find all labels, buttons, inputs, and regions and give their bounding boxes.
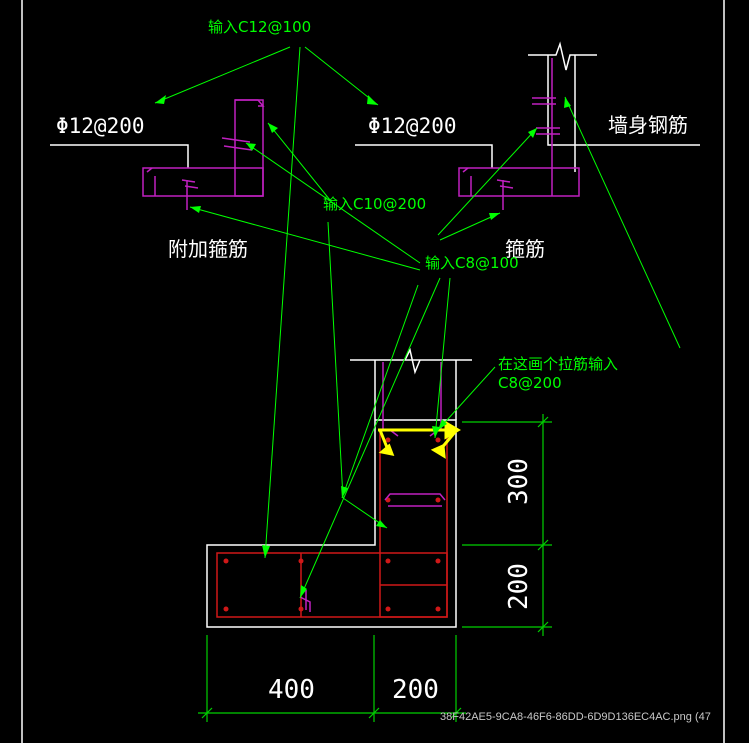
dim-right-lower: 200 (504, 563, 534, 610)
note-c8: 输入C8@100 (425, 254, 519, 272)
break-symbol (548, 41, 575, 71)
section-rebar-dots (223, 437, 441, 612)
file-name-tag: 38F42AE5-9CA8-46F6-86DD-6D9D136EC4AC.png… (440, 711, 711, 723)
detail-middle: Φ12@200 墙身钢筋 箍筋 (355, 41, 700, 261)
note-c10: 输入C10@200 (323, 195, 426, 213)
stirrup-label: 箍筋 (505, 237, 545, 261)
dim-bottom-right: 200 (392, 675, 439, 705)
annotation-arrowheads (155, 95, 571, 598)
dim-right-upper: 300 (504, 458, 534, 505)
extra-stirrup-label: 附加箍筋 (168, 237, 248, 261)
note-c12: 输入C12@100 (208, 18, 311, 36)
rebar-label-mid: Φ12@200 (368, 114, 457, 138)
note-tie-line1: 在这画个拉筋输入 (498, 355, 618, 373)
dimension-lines (198, 414, 552, 722)
detail-left: Φ12@200 附加箍筋 (50, 99, 265, 261)
section-rebar (216, 429, 448, 618)
dim-bottom-left: 400 (268, 675, 315, 705)
tie-highlight (378, 420, 461, 459)
wall-rebar-label: 墙身钢筋 (608, 113, 688, 137)
section-break-symbol (404, 347, 421, 375)
annotation-leaders (154, 46, 681, 599)
tie-bars (299, 429, 446, 612)
rebar-label-left: Φ12@200 (56, 114, 145, 138)
main-section (206, 347, 472, 628)
note-tie-line2: C8@200 (498, 374, 562, 392)
